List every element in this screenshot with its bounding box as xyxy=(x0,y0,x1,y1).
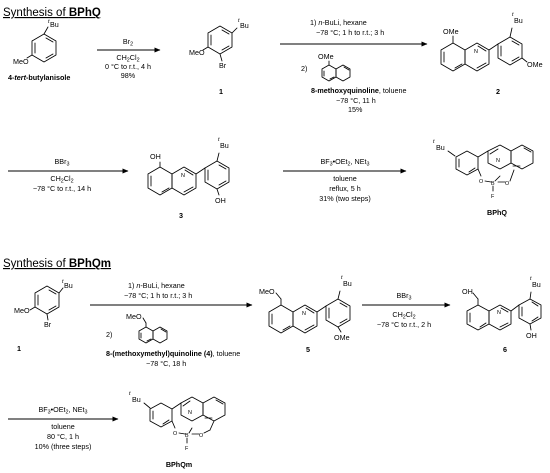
step2-conditions: −78 °C, 11 h xyxy=(336,96,376,105)
step1-reagent: Br2 xyxy=(123,37,133,48)
svg-text:Bu: Bu xyxy=(343,279,352,288)
structure-bphqm: t Bu N O B O F xyxy=(129,391,226,452)
svg-text:N: N xyxy=(188,410,192,416)
svg-text:Bu: Bu xyxy=(132,395,141,404)
s2-step2-reagent: BBr3 xyxy=(397,291,412,302)
tbu-label: Bu xyxy=(50,20,59,29)
step1-conditions: 0 °C to r.t., 4 h xyxy=(105,62,151,71)
svg-text:N: N xyxy=(496,158,500,164)
s2-step3-solvent: toluene xyxy=(51,422,75,431)
svg-text:OH: OH xyxy=(526,331,537,340)
structure-8-methoxymethylquinoline: MeO xyxy=(126,312,168,344)
structure-compound-1: t Bu MeO Br xyxy=(189,18,249,70)
tbu-t-label: t xyxy=(238,18,240,24)
tbu-t-label: t xyxy=(48,19,50,25)
tbu-label: Bu xyxy=(240,21,249,30)
structure-compound-5: MeO N t Bu OMe xyxy=(259,275,352,342)
svg-text:OH: OH xyxy=(150,152,161,161)
svg-text:t: t xyxy=(512,12,514,18)
section2-title: Synthesis of BPhQm xyxy=(3,258,111,270)
structure-bphq: t Bu N O B O F xyxy=(433,139,534,200)
svg-text:t: t xyxy=(433,139,435,145)
step3-solvent: CH2Cl2 xyxy=(50,174,73,185)
br-label: Br xyxy=(219,61,227,70)
start-material-label: 4-tert-butylanisole xyxy=(8,73,70,82)
svg-text:Br: Br xyxy=(44,320,52,329)
svg-text:MeO: MeO xyxy=(14,306,30,315)
svg-text:F: F xyxy=(491,194,495,200)
svg-text:OMe: OMe xyxy=(443,27,459,36)
svg-text:t: t xyxy=(530,276,532,282)
step1-yield: 98% xyxy=(121,71,136,80)
svg-text:F: F xyxy=(185,446,189,452)
step2-line2: −78 °C; 1 h to r.t.; 3 h xyxy=(316,28,384,37)
step2-reagent: 8-methoxyquinoline, toluene xyxy=(311,86,406,95)
svg-text:t: t xyxy=(62,279,64,285)
compound-5-label: 5 xyxy=(306,345,310,354)
svg-text:Bu: Bu xyxy=(64,281,73,290)
s2-step1-line3: 2) xyxy=(106,330,112,339)
step4-yield: 31% (two steps) xyxy=(319,194,371,203)
step2-yield: 15% xyxy=(348,105,363,114)
compound-2-label: 2 xyxy=(496,87,500,96)
compound-3-label: 3 xyxy=(179,211,183,220)
s2-step3-yield: 10% (three steps) xyxy=(35,442,92,451)
structure-8-methoxyquinoline: OMe xyxy=(318,52,351,82)
step4-conditions: reflux, 5 h xyxy=(329,184,361,193)
structure-compound-1-s2: t Bu MeO Br xyxy=(14,279,73,329)
s2-step3-reagents: BF3•OEt2, NEt3 xyxy=(38,405,87,416)
svg-text:MeO: MeO xyxy=(259,287,275,296)
svg-text:OMe: OMe xyxy=(334,333,350,342)
svg-text:B: B xyxy=(185,433,189,439)
meo-label: MeO xyxy=(189,48,205,57)
structure-compound-6: OH N t Bu OH xyxy=(462,276,542,340)
s2-step1-conditions: −78 °C, 18 h xyxy=(146,359,186,368)
step1-solvent: CH2Cl2 xyxy=(116,53,139,64)
svg-text:OH: OH xyxy=(462,287,473,296)
svg-text:B: B xyxy=(491,181,495,187)
step2-line1: 1) n-BuLi, hexane xyxy=(310,18,367,27)
s2-step1-line1: 1) n-BuLi, hexane xyxy=(128,281,185,290)
s2-step1-reagent: 8-(methoxymethyl)quinoline (4), toluene xyxy=(106,349,240,358)
step2-line3: 2) xyxy=(301,64,307,73)
svg-text:MeO: MeO xyxy=(126,312,142,321)
section1-title: Synthesis of BPhQ xyxy=(3,7,101,19)
step3-conditions: −78 °C to r.t., 14 h xyxy=(33,184,91,193)
s2-step1-line2: −78 °C; 1 h to r.t.; 3 h xyxy=(124,291,192,300)
structure-compound-2: OMe N t Bu OMe xyxy=(440,12,543,72)
svg-text:O: O xyxy=(479,179,483,185)
structure-4-tert-butylanisole: t Bu MeO xyxy=(13,19,59,66)
svg-text:Bu: Bu xyxy=(436,143,445,152)
svg-text:OMe: OMe xyxy=(527,60,543,69)
svg-text:N: N xyxy=(497,310,501,316)
compound-6-label: 6 xyxy=(503,345,507,354)
svg-text:N: N xyxy=(181,173,185,179)
meo-label: MeO xyxy=(13,57,29,66)
svg-text:t: t xyxy=(129,391,131,397)
s2-step2-solvent: CH2Cl2 xyxy=(392,310,415,321)
svg-text:O: O xyxy=(505,181,509,187)
bphq-label: BPhQ xyxy=(487,208,507,217)
svg-text:OH: OH xyxy=(215,196,226,205)
compound-1-s2-label: 1 xyxy=(17,344,21,353)
svg-text:O: O xyxy=(199,433,203,439)
svg-text:OMe: OMe xyxy=(318,52,334,61)
step4-solvent: toluene xyxy=(333,174,357,183)
svg-text:N: N xyxy=(302,311,306,317)
svg-text:Bu: Bu xyxy=(532,280,541,289)
svg-text:Bu: Bu xyxy=(220,141,229,150)
svg-text:t: t xyxy=(341,275,343,281)
compound-1-label: 1 xyxy=(219,87,223,96)
svg-text:t: t xyxy=(218,137,220,143)
structure-compound-3: OH N t Bu OH xyxy=(147,137,230,205)
svg-text:N: N xyxy=(474,49,478,55)
svg-text:O: O xyxy=(173,431,177,437)
s2-step2-conditions: −78 °C to r.t., 2 h xyxy=(377,320,431,329)
s2-step3-conditions: 80 °C, 1 h xyxy=(47,432,79,441)
bphqm-label: BPhQm xyxy=(166,460,192,469)
step4-reagents: BF3•OEt2, NEt3 xyxy=(320,157,369,168)
svg-text:Bu: Bu xyxy=(514,16,523,25)
step3-reagent: BBr3 xyxy=(55,157,70,168)
